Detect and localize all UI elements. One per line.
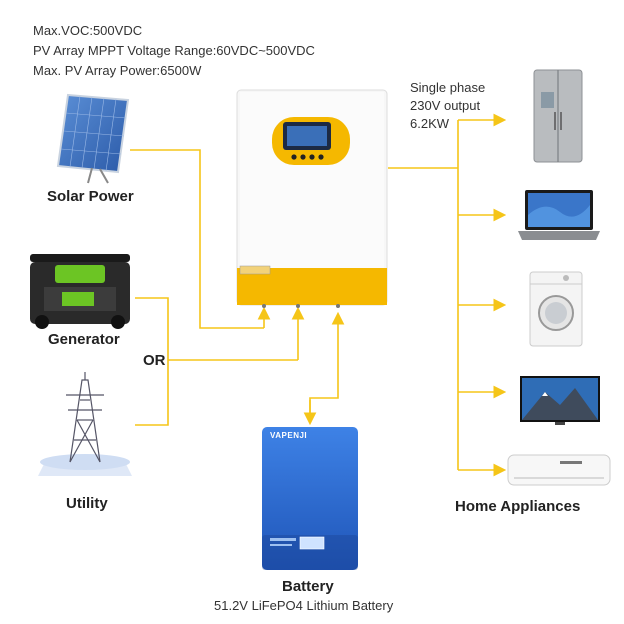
connection-lines <box>130 113 507 477</box>
inverter-icon <box>236 89 388 308</box>
output-phase: Single phase <box>410 80 486 95</box>
or-label: OR <box>143 352 166 369</box>
air-conditioner-icon <box>507 454 611 486</box>
spec-mppt-range: PV Array MPPT Voltage Range:60VDC~500VDC <box>33 43 315 58</box>
battery-brand: VAPENJI <box>270 431 308 440</box>
laptop-icon <box>518 190 600 240</box>
generator-label: Generator <box>48 331 120 348</box>
utility-tower-icon <box>38 372 132 476</box>
battery-title: Battery <box>282 578 334 595</box>
gen-util-line <box>135 297 169 426</box>
home-appliances-label: Home Appliances <box>455 498 581 515</box>
generator-icon <box>30 254 130 329</box>
battery-line-up <box>309 311 345 422</box>
solar-line <box>130 149 264 329</box>
refrigerator-icon <box>533 69 583 163</box>
spec-max-voc: Max.VOC:500VDC <box>33 23 143 38</box>
battery-subtitle: 51.2V LiFePO4 Lithium Battery <box>214 598 394 613</box>
output-power: 6.2KW <box>410 116 450 131</box>
washing-machine-icon <box>529 271 583 347</box>
utility-label: Utility <box>66 495 108 512</box>
output-voltage: 230V output <box>410 98 481 113</box>
battery-icon <box>262 427 358 570</box>
spec-max-pv-power: Max. PV Array Power:6500W <box>33 63 202 78</box>
solar-panel-icon <box>56 93 130 184</box>
solar-power-label: Solar Power <box>47 188 134 205</box>
tv-icon <box>520 376 600 425</box>
